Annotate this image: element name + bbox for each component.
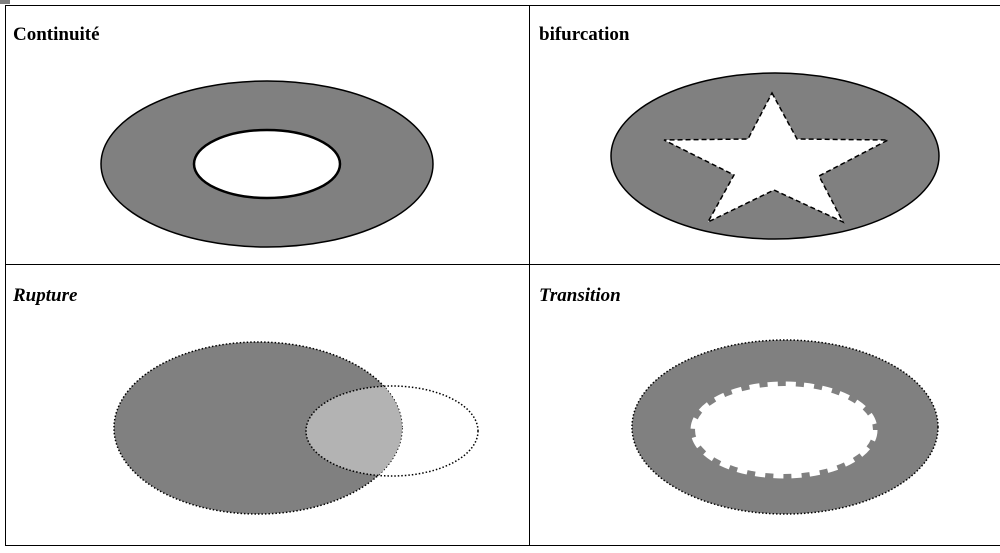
bifurcation-star-hole bbox=[663, 91, 889, 224]
panel-title-rupture: Rupture bbox=[13, 285, 78, 306]
panel-title-continuite: Continuité bbox=[13, 24, 100, 45]
table-borders bbox=[5, 5, 1000, 546]
rupture-secondary-ellipse bbox=[305, 385, 479, 477]
corner-mark bbox=[0, 0, 10, 4]
transition-figure bbox=[631, 339, 939, 515]
rupture-overlap-region bbox=[306, 386, 402, 476]
panel-title-transition: Transition bbox=[539, 285, 621, 306]
rupture-figure bbox=[113, 341, 479, 515]
table-outer-border bbox=[5, 5, 1000, 546]
continuite-figure bbox=[100, 80, 434, 248]
panel-title-bifurcation: bifurcation bbox=[539, 24, 630, 45]
transition-notched-hole bbox=[690, 381, 878, 479]
bifurcation-figure bbox=[610, 72, 940, 240]
continuite-inner-hole bbox=[192, 128, 342, 200]
